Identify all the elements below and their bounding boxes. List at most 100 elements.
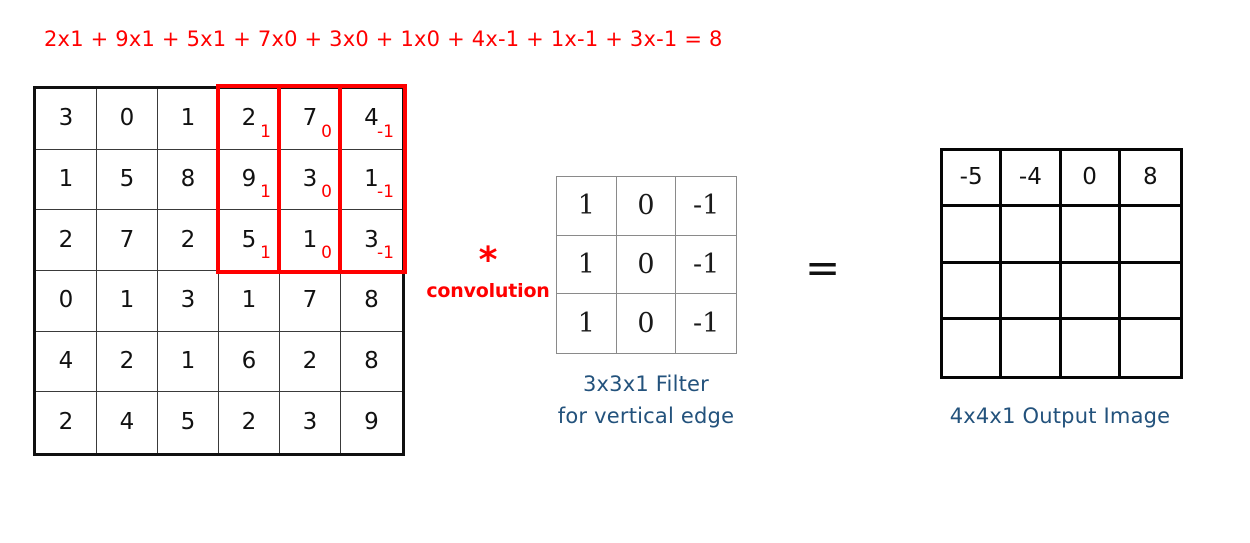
input-cell-value: 1: [119, 287, 135, 314]
input-cell-value: 6: [241, 347, 257, 374]
input-cell-value: 3: [364, 226, 379, 253]
output-cell-r4c2: [1002, 319, 1062, 376]
input-cell-r6c5: 3: [280, 392, 341, 453]
output-cell-r4c3: [1061, 319, 1121, 376]
convolution-formula: 2x1 + 9x1 + 5x1 + 7x0 + 3x0 + 1x0 + 4x-1…: [44, 27, 723, 51]
output-cell-r2c1: [943, 207, 1003, 264]
filter-cell-r2c2: 0: [616, 235, 677, 295]
output-cell-r3c3: [1061, 263, 1121, 320]
filter-cell-value: 1: [577, 248, 595, 280]
filter-caption-line2: for vertical edge: [557, 404, 735, 428]
filter-cell-r1c2: 0: [616, 177, 677, 236]
input-cell-r1c1: 3: [36, 89, 97, 150]
input-cell-value: 3: [302, 165, 318, 192]
input-cell-value: 8: [364, 347, 379, 374]
input-cell-value: 3: [58, 105, 74, 132]
input-cell-r6c6: 9: [341, 392, 402, 453]
output-caption: 4x4x1 Output Image: [949, 404, 1171, 428]
input-cell-r1c3: 1: [158, 89, 219, 150]
filter-cell-value: 0: [637, 248, 655, 280]
input-cell-r6c3: 5: [158, 392, 219, 453]
output-cell-r1c2: -4: [1002, 151, 1062, 208]
input-cell-weight: -1: [377, 243, 394, 263]
input-cell-r4c6: 8: [341, 271, 402, 332]
input-cell-value: 2: [302, 347, 318, 374]
input-cell-weight: 1: [260, 182, 271, 203]
filter-cell-value: -1: [693, 190, 720, 222]
input-cell-r1c6: 4-1: [341, 89, 402, 150]
output-cell-value: -4: [1018, 164, 1042, 191]
input-cell-r6c4: 2: [219, 392, 280, 453]
input-cell-value: 4: [58, 347, 74, 374]
asterisk-icon: *: [478, 240, 498, 281]
input-cell-r2c2: 5: [97, 149, 158, 211]
input-cell-r6c2: 4: [97, 392, 158, 453]
input-cell-weight: -1: [377, 182, 394, 203]
input-cell-value: 2: [241, 409, 257, 436]
output-cell-r3c1: [943, 263, 1003, 320]
input-cell-value: 4: [119, 409, 135, 436]
input-cell-value: 1: [302, 226, 318, 253]
input-cell-r6c1: 2: [36, 392, 97, 453]
filter-cell-r3c3: -1: [676, 294, 736, 353]
filter-cell-r1c3: -1: [676, 177, 736, 236]
filter-cell-value: -1: [693, 248, 720, 280]
input-cell-weight: -1: [377, 121, 394, 142]
input-cell-value: 3: [302, 409, 318, 436]
input-cell-weight: 0: [321, 243, 332, 263]
filter-caption-line1: 3x3x1 Filter: [582, 372, 710, 396]
input-cell-r5c3: 1: [158, 331, 219, 393]
input-cell-value: 5: [241, 226, 257, 253]
input-cell-r1c2: 0: [97, 89, 158, 150]
input-cell-r2c1: 1: [36, 149, 97, 211]
input-cell-weight: 0: [321, 121, 332, 142]
input-cell-value: 4: [364, 105, 379, 132]
input-cell-value: 7: [119, 226, 135, 253]
input-cell-r5c2: 2: [97, 331, 158, 393]
convolution-label: convolution: [426, 280, 550, 302]
output-cell-r1c3: 0: [1061, 151, 1121, 208]
input-cell-r3c6: 3-1: [341, 210, 402, 271]
output-cell-r2c4: [1120, 207, 1180, 264]
output-cell-value: 0: [1082, 164, 1097, 191]
input-cell-r4c3: 3: [158, 271, 219, 332]
input-cell-r4c4: 1: [219, 271, 280, 332]
input-cell-r2c3: 8: [158, 149, 219, 211]
input-cell-value: 3: [180, 287, 196, 314]
input-cell-r3c3: 2: [158, 210, 219, 271]
filter-cell-value: 0: [637, 308, 655, 340]
input-cell-r4c5: 7: [280, 271, 341, 332]
input-cell-value: 0: [119, 105, 135, 132]
input-cell-value: 2: [119, 347, 135, 374]
input-cell-r5c4: 6: [219, 331, 280, 393]
input-cell-value: 2: [241, 105, 257, 132]
input-cell-weight: 0: [321, 182, 332, 203]
input-cell-weight: 1: [260, 243, 271, 263]
filter-cell-r1c1: 1: [557, 177, 617, 236]
input-cell-r4c1: 0: [36, 271, 97, 332]
input-cell-value: 9: [364, 409, 379, 436]
input-cell-r2c6: 1-1: [341, 149, 402, 211]
input-cell-value: 1: [180, 105, 196, 132]
equals-sign: =: [805, 243, 841, 292]
output-cell-r1c4: 8: [1120, 151, 1180, 208]
filter-cell-r2c1: 1: [557, 235, 617, 295]
input-cell-value: 1: [180, 347, 196, 374]
filter-cell-value: 1: [577, 190, 595, 222]
input-cell-r5c1: 4: [36, 331, 97, 393]
input-cell-value: 7: [302, 287, 318, 314]
input-cell-r3c2: 7: [97, 210, 158, 271]
input-cell-value: 5: [180, 409, 196, 436]
input-cell-r4c2: 1: [97, 271, 158, 332]
output-cell-r3c4: [1120, 263, 1180, 320]
input-cell-value: 2: [58, 226, 74, 253]
filter-cell-r2c3: -1: [676, 235, 736, 295]
input-cell-value: 9: [241, 165, 257, 192]
